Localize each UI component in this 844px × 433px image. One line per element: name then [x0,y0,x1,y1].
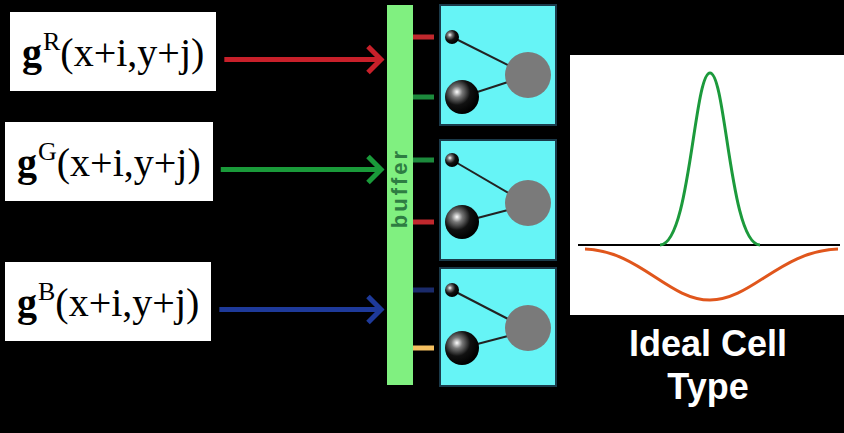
vector-symbol: g [17,280,37,325]
argument-text: (x+i,y+j) [60,30,204,75]
input-tick [413,37,434,348]
buffer-label: buffer [387,148,413,228]
arrow-line [224,57,379,62]
arrow-line [219,307,379,312]
arrow-head [368,157,381,183]
arrow-line [221,167,379,172]
formula-box: gR(x+i,y+j) [10,12,216,91]
arrow-head [368,47,381,73]
formula-box: gG(x+i,y+j) [5,122,213,201]
receptive-field-plot [570,55,844,315]
vector-symbol: g [22,30,42,75]
channel-superscript: B [38,277,55,306]
input-arrow [219,297,381,323]
arrow-head [368,297,381,323]
neuron [445,30,551,365]
formula-box: gB(x+i,y+j) [5,262,211,341]
caption-label: Ideal Cell Type [610,322,806,408]
argument-text: (x+i,y+j) [57,140,201,185]
input-arrow [221,157,381,183]
argument-text: (x+i,y+j) [55,280,199,325]
cell-box [440,5,556,386]
vector-symbol: g [17,140,37,185]
buffer-bar: buffer [387,5,413,385]
channel-superscript: G [38,137,57,166]
input-arrow [224,47,381,73]
channel-superscript: R [43,27,60,56]
